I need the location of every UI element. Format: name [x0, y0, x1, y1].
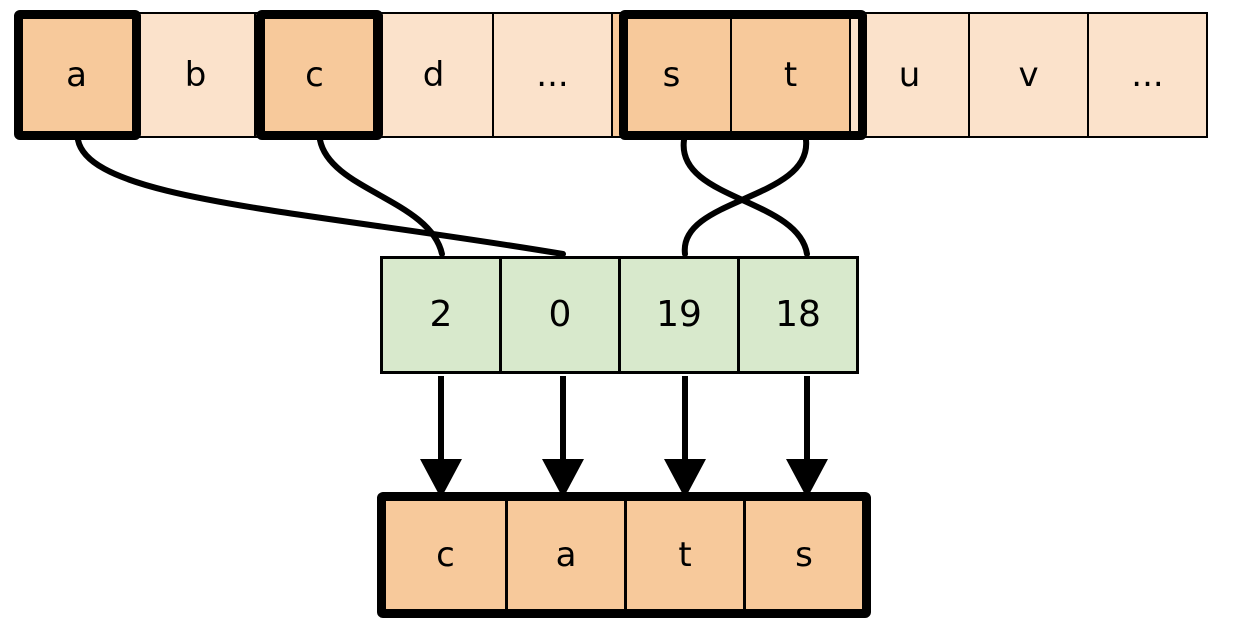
emphasis-box-st	[619, 10, 867, 140]
alphabet-strip: a b c d ... s t u v ...	[16, 12, 1208, 138]
alphabet-cell-ellipsis-2: ...	[1087, 12, 1208, 138]
arrow-head-19-to-t	[664, 459, 706, 499]
arrow-head-18-to-s	[786, 459, 828, 499]
alphabet-cell-u[interactable]: u	[849, 12, 970, 138]
output-word: c a t s	[377, 492, 871, 618]
arrow-head-0-to-a	[542, 459, 584, 499]
output-cell-t[interactable]: t	[624, 501, 743, 609]
index-cell-0[interactable]: 2	[380, 256, 502, 374]
connector-c-to-2	[317, 137, 445, 257]
alphabet-cell-c[interactable]: c	[254, 12, 375, 138]
index-cell-1[interactable]: 0	[499, 256, 621, 374]
connector-s-to-18	[680, 137, 810, 257]
alphabet-cell-ellipsis-1: ...	[492, 12, 613, 138]
connector-a-to-0	[75, 137, 566, 257]
connector-t-to-19	[681, 137, 810, 257]
alphabet-cell-v[interactable]: v	[968, 12, 1089, 138]
arrow-head-2-to-c	[420, 459, 462, 499]
index-array: 2 0 19 18	[380, 256, 859, 374]
emphasis-box-c	[256, 10, 383, 140]
alphabet-cell-s[interactable]: s	[611, 12, 732, 138]
alphabet-cell-d[interactable]: d	[373, 12, 494, 138]
emphasis-box-a	[14, 10, 141, 140]
index-cell-2[interactable]: 19	[618, 256, 740, 374]
output-cell-s[interactable]: s	[743, 501, 862, 609]
index-cell-3[interactable]: 18	[737, 256, 859, 374]
output-cell-c[interactable]: c	[386, 501, 505, 609]
alphabet-cell-b[interactable]: b	[135, 12, 256, 138]
output-cell-a[interactable]: a	[505, 501, 624, 609]
